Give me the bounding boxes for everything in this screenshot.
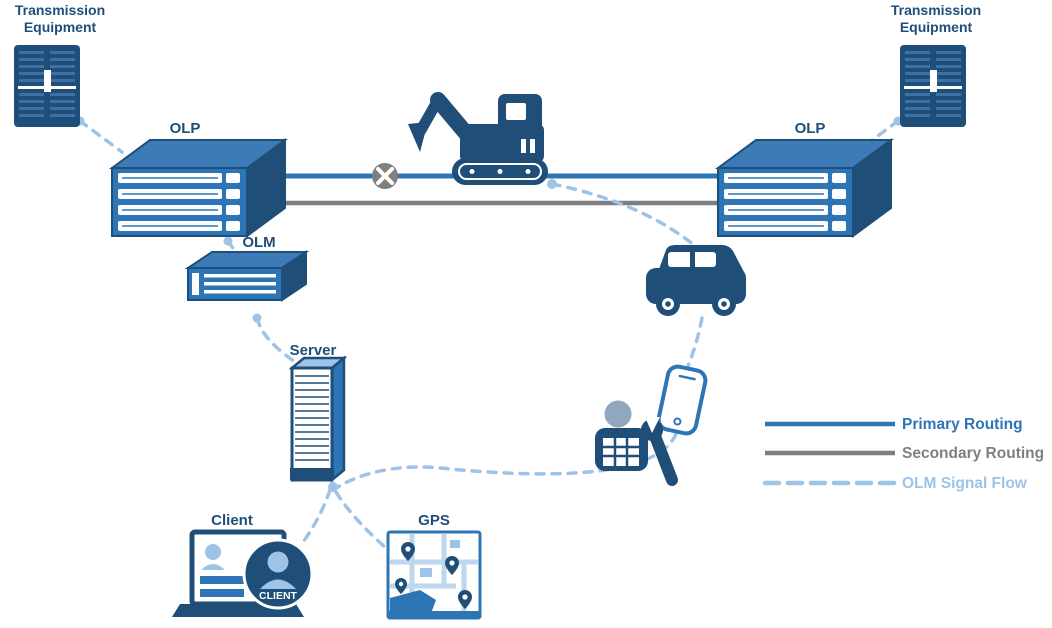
flow-rack-left-to-olp [78, 119, 124, 154]
transmission-rack-right-icon [900, 45, 966, 127]
olp-right-chassis-icon [714, 138, 895, 238]
flow-rack-right-to-olp [854, 119, 900, 154]
server-label: Server [289, 342, 337, 359]
client-badge: CLIENT [242, 538, 314, 610]
olp-left-chassis-icon [108, 138, 289, 238]
junction-dot [547, 179, 557, 189]
client-badge-label: CLIENT [259, 590, 298, 602]
excavator-icon [408, 92, 548, 185]
legend: Primary Routing Secondary Routing OLM Si… [762, 416, 1044, 492]
olp-right-label: OLP [794, 120, 826, 137]
phone-icon [656, 364, 708, 436]
flow-olm-to-server [255, 316, 300, 366]
junction-dot [252, 313, 262, 323]
transmission-rack-left-icon [14, 45, 80, 127]
legend-secondary-label: Secondary Routing [902, 445, 1044, 462]
olm-label: OLM [242, 234, 276, 251]
flow-car-to-phone [686, 316, 704, 368]
gps-label: GPS [418, 512, 450, 529]
legend-olm-flow-label: OLM Signal Flow [902, 475, 1028, 492]
olm-signal-flow-paths [78, 119, 900, 550]
flow-server-to-client [299, 488, 332, 547]
gps-map-icon [386, 530, 482, 620]
legend-primary-label: Primary Routing [902, 416, 1023, 433]
olp-left-label: OLP [169, 120, 201, 137]
flow-phone-to-server [334, 432, 678, 490]
olm-device-icon [184, 250, 310, 302]
fiber-cut-icon [372, 163, 398, 189]
transmission-left-label: Transmission Equipment [14, 2, 106, 35]
transmission-right-label: Transmission Equipment [890, 2, 982, 35]
flow-cut-to-car [550, 182, 702, 252]
client-label: Client [211, 512, 253, 529]
junction-dot [223, 236, 233, 246]
map-pin-icon [395, 542, 472, 609]
server-icon [288, 355, 348, 483]
technician-icon [595, 400, 678, 486]
car-icon [646, 245, 746, 316]
flow-server-to-gps [334, 490, 388, 550]
junction-dot [328, 482, 338, 492]
